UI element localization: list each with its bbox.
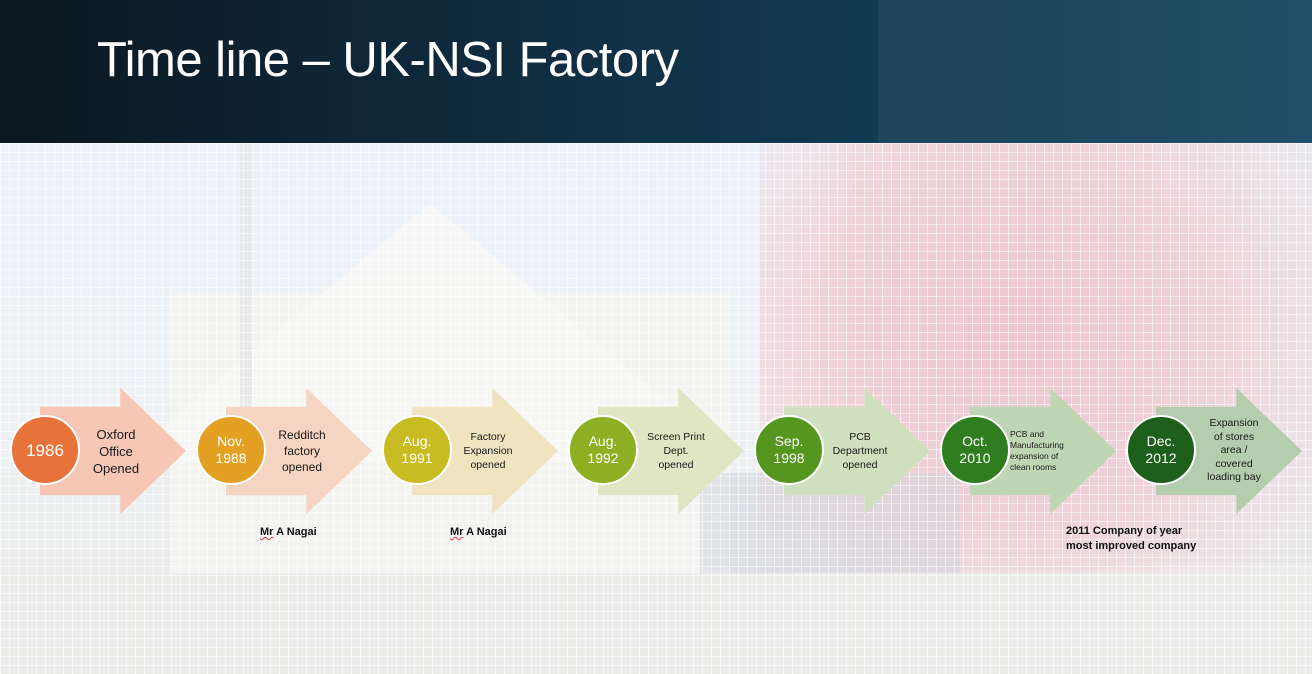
milestone-1998: Sep. 1998 PCB Department opened [754, 388, 944, 514]
note-name: A Nagai [273, 526, 317, 538]
note-name: A Nagai [463, 526, 507, 538]
milestone-label: Screen Print Dept. opened [647, 431, 705, 471]
note-mr-a-nagai-1: Mr A Nagai [260, 525, 317, 540]
date-circle: 1986 [10, 415, 80, 485]
milestone-label: PCB and Manufacturing expansion of clean… [1010, 429, 1064, 472]
milestone-1992: Aug. 1992 Screen Print Dept. opened [568, 388, 758, 514]
milestone-label: Expansion of stores area / covered loadi… [1207, 417, 1261, 484]
milestone-label: Redditch factory opened [278, 428, 326, 474]
note-prefix: Mr [260, 526, 274, 538]
milestone-1991: Aug. 1991 Factory Expansion opened [382, 388, 572, 514]
date-circle: Oct. 2010 [940, 415, 1010, 485]
milestone-2012: Dec. 2012 Expansion of stores area / cov… [1126, 388, 1312, 514]
date-circle: Nov. 1988 [196, 415, 266, 485]
milestone-label: Factory Expansion opened [463, 431, 513, 471]
milestone-1986: 1986 Oxford Office Opened [10, 388, 200, 514]
date-circle: Sep. 1998 [754, 415, 824, 485]
date-circle: Dec. 2012 [1126, 415, 1196, 485]
milestone-2010: Oct. 2010 PCB and Manufacturing expansio… [940, 388, 1130, 514]
milestone-label: Oxford Office Opened [92, 426, 140, 476]
note-company-of-year: 2011 Company of year most improved compa… [1066, 525, 1197, 552]
note-prefix: Mr [450, 526, 464, 538]
header-shade [878, 0, 1312, 143]
date-circle: Aug. 1991 [382, 415, 452, 485]
milestone-1988: Nov. 1988 Redditch factory opened [196, 388, 386, 514]
milestone-label: PCB Department opened [832, 431, 888, 471]
date-circle: Aug. 1992 [568, 415, 638, 485]
header-band: Time line – UK-NSI Factory [0, 0, 1312, 143]
slide-title: Time line – UK-NSI Factory [97, 33, 679, 87]
note-mr-a-nagai-2: Mr A Nagai [450, 525, 507, 540]
